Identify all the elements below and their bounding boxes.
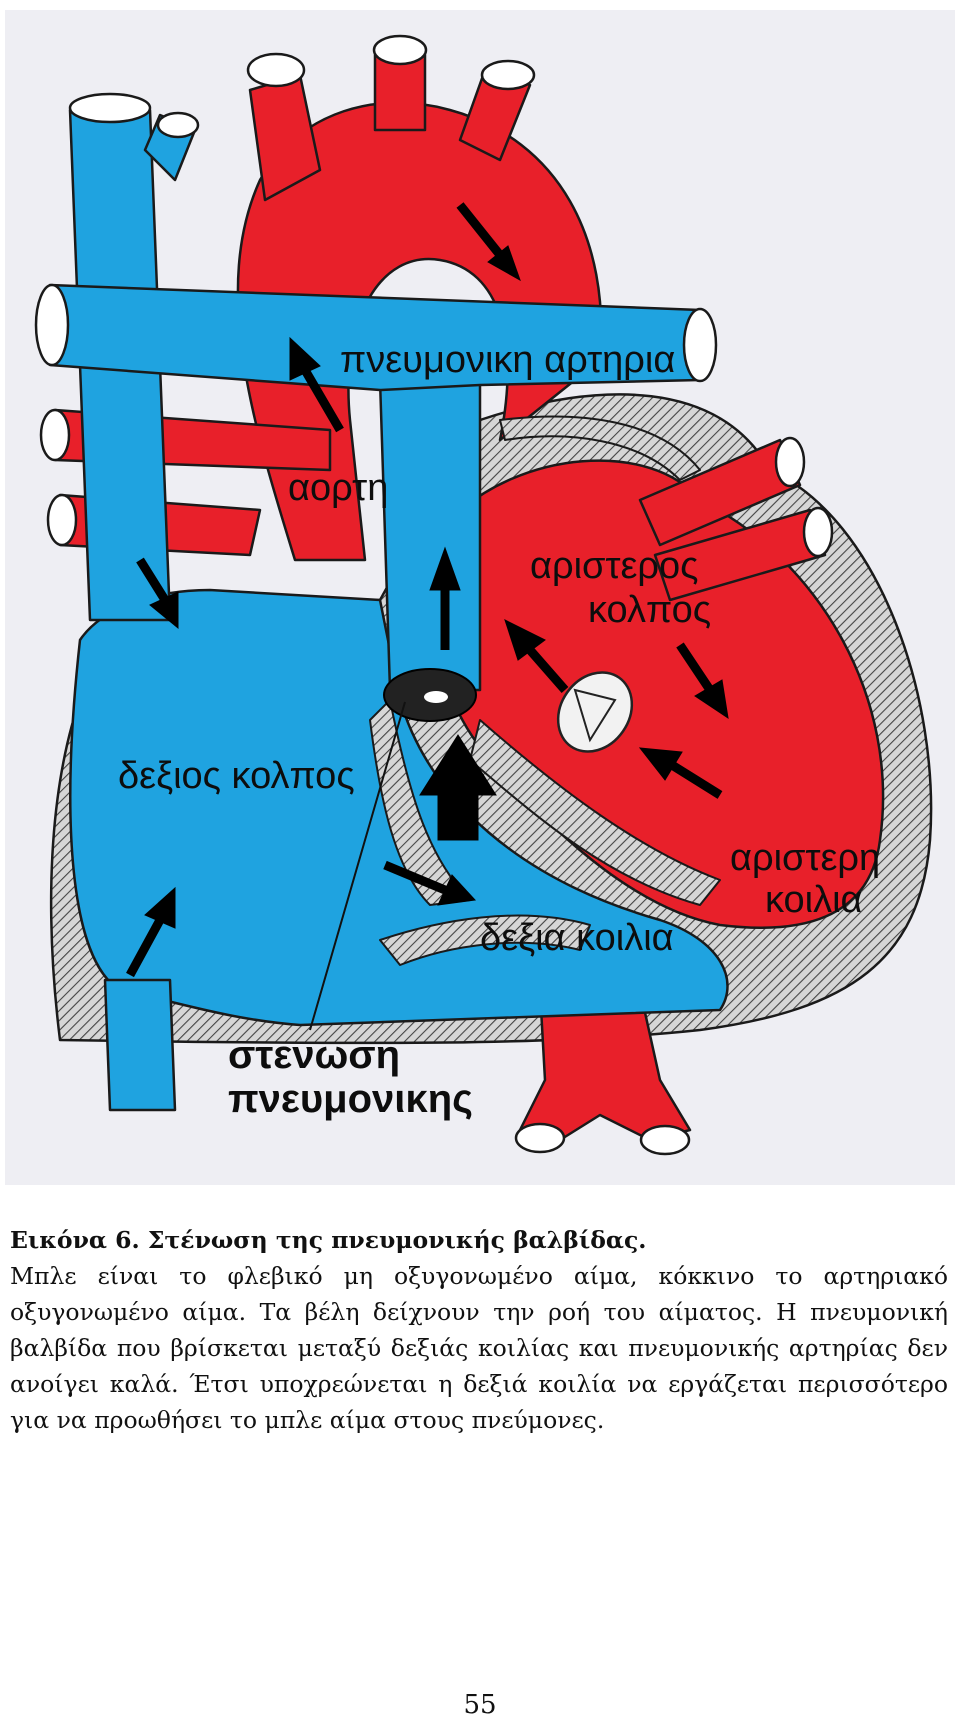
label-left-atrium-1: αριστερος (530, 545, 699, 587)
inferior-vena-cava (103, 978, 177, 1112)
label-stenosis-1: στενωση (228, 1033, 400, 1077)
left-atrium-wall (499, 415, 701, 481)
label-stenosis-2: πνευμονικης (228, 1077, 473, 1121)
caption-body: Μπλε είναι το φλεβικό μη οξυγονωμένο αίμ… (10, 1262, 948, 1434)
heart-drawing (34, 34, 933, 1156)
tricuspid-leaflet (379, 914, 591, 966)
descending-aorta (518, 988, 692, 1142)
pulmonary-vein-upper (638, 438, 802, 547)
label-pulmonary-artery: πνευμονικη αρτηρια (340, 339, 675, 381)
pulmonary-vein-lower (653, 508, 827, 602)
aortic-branch-3 (458, 68, 532, 162)
page-number: 55 (463, 1690, 497, 1720)
stenosis-pointer (309, 701, 406, 1031)
mitral-valve-icon (556, 671, 634, 753)
label-left-ventricle-2: κοιλια (765, 879, 863, 921)
flow-arrow-icon (383, 860, 477, 906)
flow-arrow-icon (429, 546, 461, 650)
figure-caption: Εικόνα 6. Στένωση της πνευμονικής βαλβίδ… (10, 1222, 948, 1438)
flow-arrow-icon (638, 747, 723, 799)
flow-arrow-icon (126, 886, 176, 978)
flow-arrow-icon (289, 336, 344, 433)
tricuspid-region (369, 699, 471, 906)
label-right-atrium: δεξιος κολπος (118, 755, 355, 797)
caption-title: Εικόνα 6. Στένωση της πνευμονικής βαλβίδ… (10, 1226, 647, 1254)
flow-arrows (126, 202, 729, 978)
flow-arrow-icon (504, 619, 569, 693)
stenotic-valve-icon (383, 668, 477, 722)
aortic-branch-2 (373, 53, 427, 132)
label-aorta: αορτη (288, 467, 388, 509)
label-left-ventricle-1: αριστερη (730, 837, 880, 879)
heart-diagram: πνευμονικη αρτηρια αορτη αριστερος κολπο… (5, 10, 955, 1185)
label-right-ventricle: δεξια κοιλια (480, 917, 674, 959)
flow-arrow-icon (136, 557, 179, 630)
flow-arrow-icon (456, 202, 521, 282)
atrial-septum (469, 719, 721, 906)
flow-arrow-icon (676, 642, 729, 720)
label-left-atrium-2: κολπος (588, 589, 711, 631)
pulmonary-trunk (378, 378, 482, 692)
diagram-labels: πνευμονικη αρτηρια αορτη αριστερος κολπο… (118, 339, 880, 1121)
flow-arrow-icon-large (419, 734, 497, 841)
